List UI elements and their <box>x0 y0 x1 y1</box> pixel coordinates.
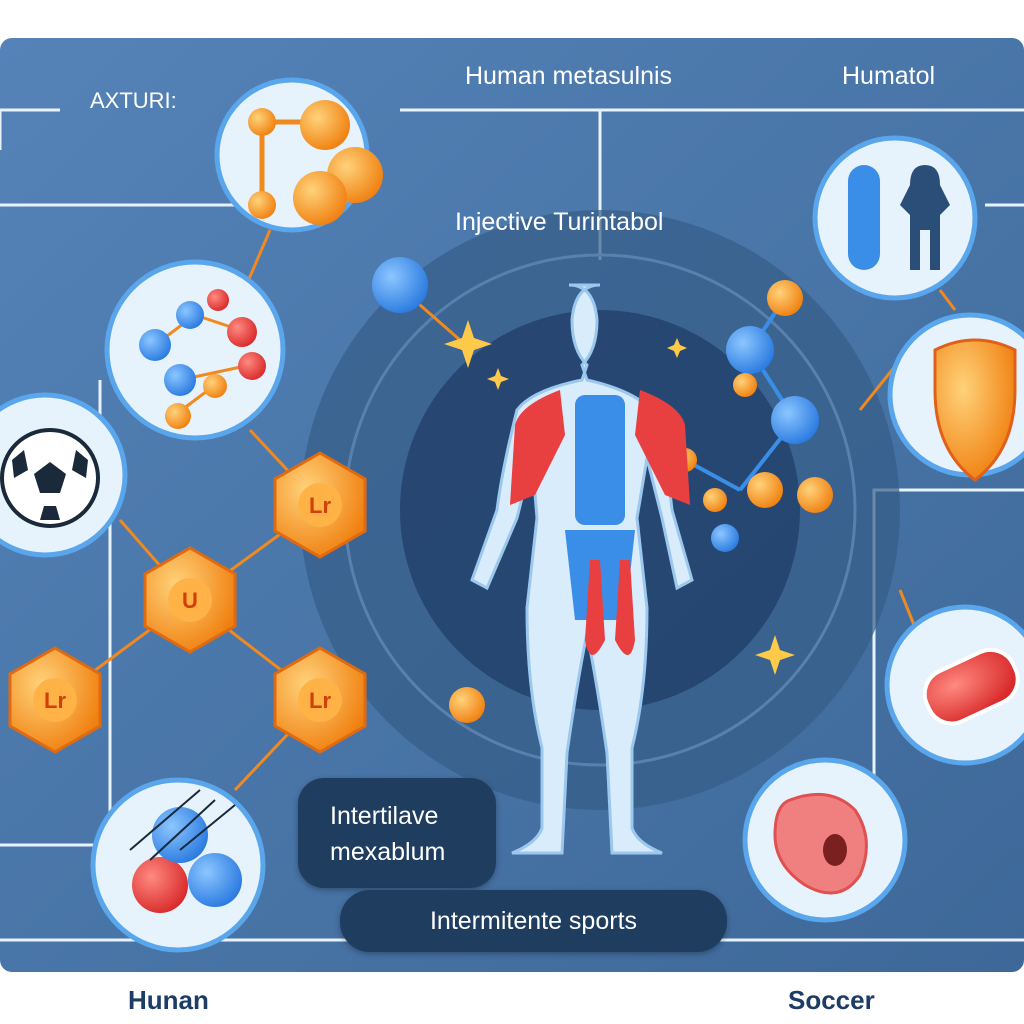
hexagon-label: Lr <box>309 493 331 518</box>
molecule-circle-mixed <box>104 259 286 441</box>
human-figures-circle <box>812 135 978 301</box>
human-anatomy-figure <box>470 283 694 855</box>
label-human-metasulnis: Human metasulnis <box>465 62 673 90</box>
label-axturi: AXTURI: <box>90 88 177 113</box>
hexagon-label: Lr <box>309 688 331 713</box>
callout-intertilave-mexablum: Intertilave mexablum <box>298 778 496 888</box>
hexagon-badge <box>298 678 342 722</box>
hexagon-label: U <box>182 588 198 613</box>
hexagon-label: Lr <box>44 688 66 713</box>
hexagon-badge <box>168 578 212 622</box>
syringe-icon <box>922 647 1020 726</box>
hexagon-badge <box>33 678 77 722</box>
hexagon-badge <box>298 483 342 527</box>
human-figures-icon <box>848 165 950 270</box>
soccer-ball-icon <box>0 428 100 528</box>
orange-molecule-icon <box>248 100 383 225</box>
central-molecules <box>372 257 833 723</box>
kidney-icon <box>773 792 868 895</box>
atoms-icon <box>129 789 242 913</box>
banner-intermitente-sports: Intermitente sports <box>340 890 727 952</box>
label-injective-turintabol: Injective Turintabol <box>455 208 664 236</box>
mixed-molecule-icon <box>139 289 266 429</box>
sparkle-icons <box>444 320 795 675</box>
label-humatol: Humatol <box>842 62 936 90</box>
label-soccer: Soccer <box>788 985 875 1015</box>
label-hunan: Hunan <box>128 985 209 1015</box>
organ-icon <box>933 338 1017 482</box>
